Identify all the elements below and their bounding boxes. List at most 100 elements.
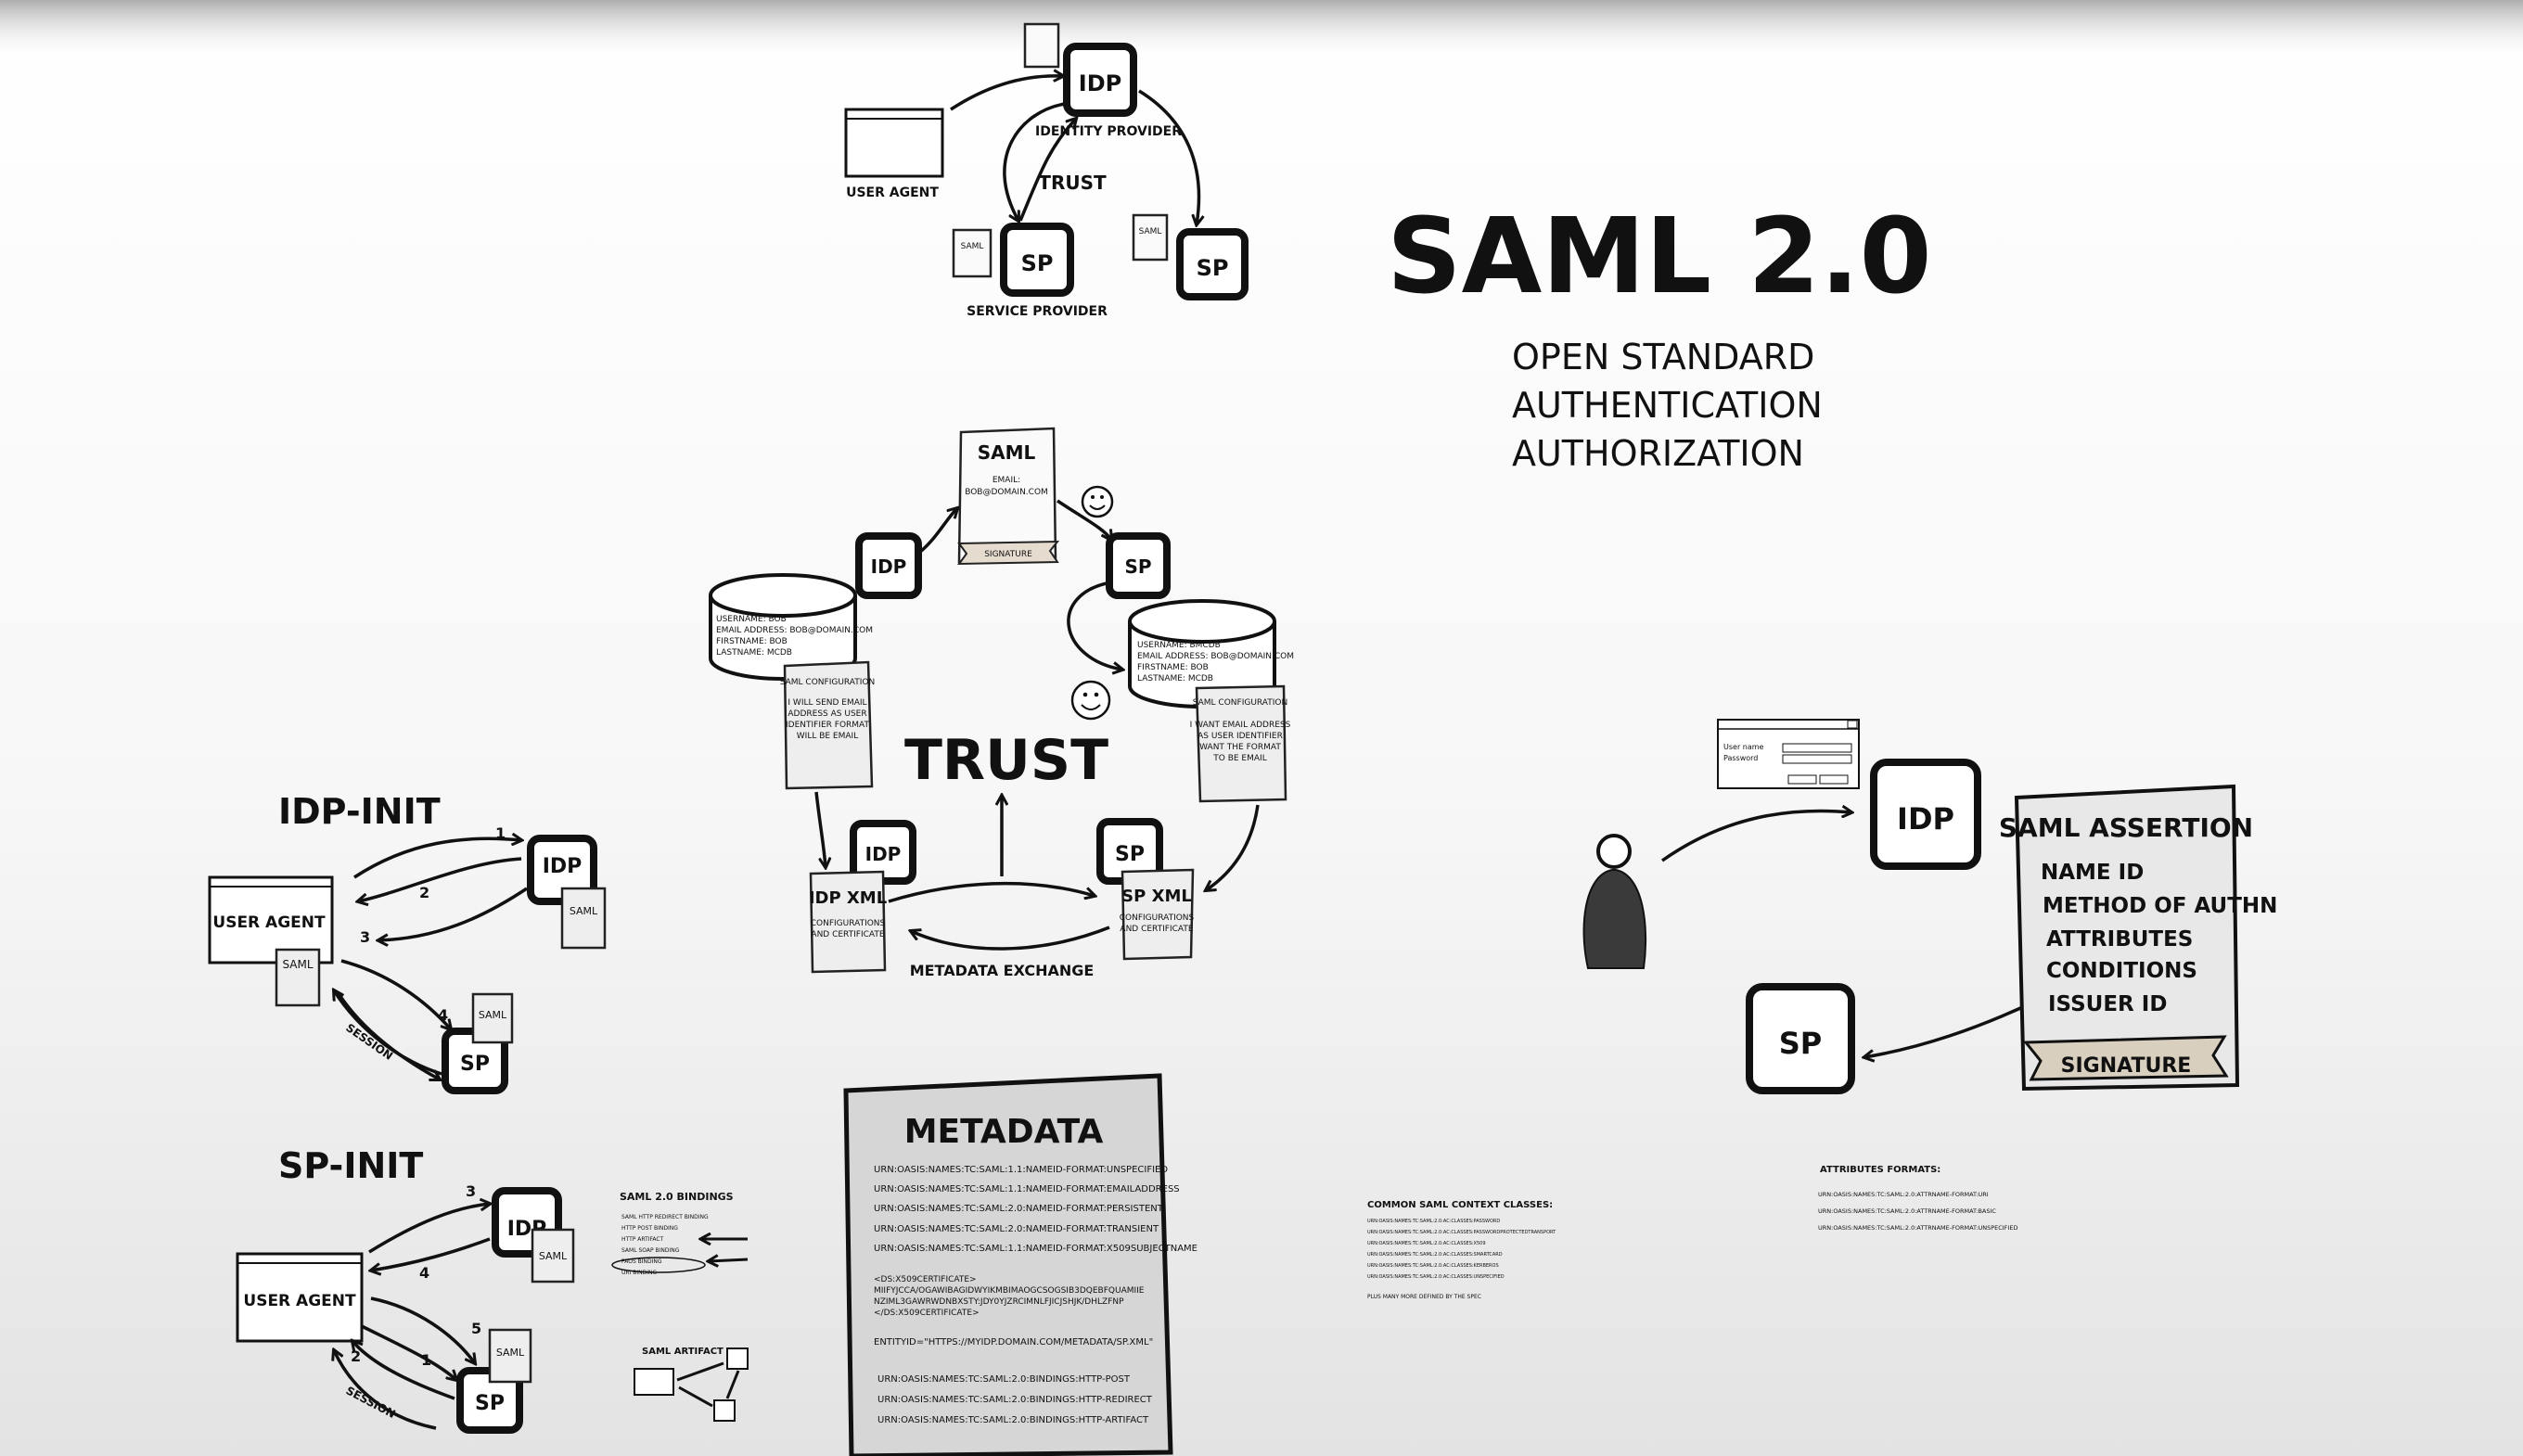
metadata-nameid-4: URN:OASIS:NAMES:TC:SAML:2.0:NAMEID-FORMA…: [874, 1224, 1159, 1234]
header-bullet-3: AUTHORIZATION: [1512, 433, 1804, 474]
context-class-5: URN:OASIS:NAMES:TC:SAML:2.0:AC:CLASSES:K…: [1367, 1263, 1499, 1269]
metadata-cert-2: MIIFYJCCA/OGAWIBAGIDWYIKMBIMAOGCSOGSIB3D…: [874, 1286, 1145, 1296]
overview-trust-label: TRUST: [1038, 172, 1107, 194]
overview-user-agent-label: USER AGENT: [846, 185, 939, 200]
sp-init-step-5: 5: [471, 1320, 481, 1337]
sp-config-line-4: TO BE EMAIL: [1212, 754, 1266, 763]
overview-sp-doc-text: SAML: [961, 242, 984, 251]
attribute-formats: ATTRIBUTES FORMATS: URN:OASIS:NAMES:TC:S…: [1818, 1165, 2017, 1232]
sp-init-sp: SP: [456, 1367, 523, 1434]
assertion-diagram: User name Password IDP SP SAML ASSERTION…: [1582, 719, 2277, 1094]
idp-init-saml-doc-3: SAML: [471, 992, 514, 1044]
metadata-cert-4: </DS:X509CERTIFICATE>: [874, 1309, 980, 1318]
idp-config-line-1: I WILL SEND EMAIL: [788, 698, 866, 708]
overview-sp-right-doc: [1132, 213, 1169, 262]
idp-db-line-2: EMAIL ADDRESS: BOB@DOMAIN.COM: [716, 626, 873, 635]
sp-db-line-3: FIRSTNAME: BOB: [1137, 663, 1209, 672]
idp-xml-document: IDP IDP XML CONFIGURATIONS AND CERTIFICA…: [809, 820, 916, 974]
overview-diagram: USER AGENT IDP IDENTITY PROVIDER SP SERV…: [844, 22, 1249, 319]
idp-init-sp: SP: [442, 1028, 508, 1094]
sp-xml-sub-1: CONFIGURATIONS: [1120, 913, 1195, 923]
idp-init-step-2: 2: [419, 884, 429, 901]
assertion-item-4: CONDITIONS: [2046, 959, 2197, 983]
sp-init-step-2: 2: [351, 1347, 361, 1365]
bindings-title: SAML 2.0 BINDINGS: [620, 1191, 734, 1203]
trust-cycle-diagram: SAML EMAIL: BOB@DOMAIN.COM SIGNATURE IDP…: [709, 427, 1294, 979]
login-username-label: User name: [1723, 743, 1764, 751]
sp-init-user-agent: USER AGENT: [236, 1252, 364, 1343]
sp-init-title: SP-INIT: [278, 1145, 423, 1186]
user-agent-window: USER AGENT: [844, 108, 944, 200]
metadata-entity: ENTITYID="HTTPS://MYIDP.DOMAIN.COM/METAD…: [874, 1337, 1153, 1347]
sp-init-sp-text: SP: [475, 1392, 505, 1415]
idp-init-title: IDP-INIT: [278, 791, 441, 832]
metadata-cert-3: NZIML3GAWRWDNBXSTY:JDY0YJZRCIMNLFJICJSHJ…: [874, 1297, 1124, 1307]
header: SAML 2.0 OPEN STANDARD AUTHENTICATION AU…: [1387, 197, 1932, 474]
attribute-formats-title: ATTRIBUTES FORMATS:: [1820, 1165, 1940, 1175]
sp-config-paper: SAML CONFIGURATION I WANT EMAIL ADDRESS …: [1190, 684, 1291, 803]
overview-idp-text: IDP: [1079, 70, 1121, 96]
idp-config-title: SAML CONFIGURATION: [780, 678, 876, 687]
metadata-binding-1: URN:OASIS:NAMES:TC:SAML:2.0:BINDINGS:HTT…: [877, 1374, 1131, 1385]
saml-doc-title: SAML: [978, 441, 1036, 464]
login-username-field: [1782, 743, 1852, 753]
assertion-item-2: METHOD OF AUTHN: [2043, 894, 2277, 918]
metadata-nameid-1: URN:OASIS:NAMES:TC:SAML:1.1:NAMEID-FORMA…: [874, 1165, 1168, 1175]
login-ok-button: [1787, 774, 1817, 785]
sp-init-step-1: 1: [421, 1351, 431, 1369]
idp-db-line-1: USERNAME: BOB: [716, 615, 787, 624]
overview-sp-right: SP: [1176, 228, 1249, 300]
assertion-item-3: ATTRIBUTES: [2046, 927, 2193, 952]
idp-init-saml-doc-2: SAML: [560, 887, 607, 950]
overview-sp-right-doc-text: SAML: [1139, 227, 1162, 236]
smiley-icon: [1081, 485, 1114, 518]
trust-sp-top-text: SP: [1124, 556, 1151, 578]
login-password-label: Password: [1723, 754, 1758, 762]
page-title: SAML 2.0: [1387, 197, 1932, 317]
sp-init-saml-doc-2-text: SAML: [496, 1347, 525, 1359]
attribute-format-2: URN:OASIS:NAMES:TC:SAML:2.0:ATTRNAME-FOR…: [1818, 1207, 1996, 1215]
saml-doc-signature: SIGNATURE: [984, 550, 1032, 559]
idp-xml-sub-1: CONFIGURATIONS: [811, 919, 886, 928]
login-window: User name Password: [1717, 719, 1860, 789]
smiley-icon: [1070, 680, 1111, 721]
overview-sp-right-text: SP: [1197, 255, 1229, 281]
bindings-line-4: SAML SOAP BINDING: [621, 1247, 680, 1254]
metadata-nameid-3: URN:OASIS:NAMES:TC:SAML:2.0:NAMEID-FORMA…: [874, 1204, 1164, 1214]
bindings-line-5: PAOS BINDING: [621, 1258, 662, 1265]
idp-xml-label: IDP XML: [809, 888, 887, 908]
overview-doc: [1023, 22, 1060, 69]
bindings-line-1: SAML HTTP REDIRECT BINDING: [621, 1214, 709, 1220]
idp-init-user-agent: USER AGENT: [208, 875, 334, 964]
trust-idp-top-text: IDP: [871, 556, 907, 578]
sp-config-line-2: AS USER IDENTIFIER: [1197, 732, 1283, 741]
sp-config-line-3: WANT THE FORMAT: [1199, 743, 1281, 752]
login-cancel-button: [1819, 774, 1849, 785]
sp-init-saml-doc-text: SAML: [539, 1250, 568, 1262]
bindings-line-2: HTTP POST BINDING: [621, 1225, 678, 1232]
idp-init-step-1: 1: [495, 824, 506, 842]
context-classes: COMMON SAML CONTEXT CLASSES: URN:OASIS:N…: [1367, 1200, 1556, 1300]
idp-xml-sub-2: AND CERTIFICATE: [811, 930, 884, 939]
assertion-idp-text: IDP: [1897, 801, 1954, 837]
saml-doc-email-value: BOB@DOMAIN.COM: [965, 488, 1048, 497]
idp-config-paper: SAML CONFIGURATION I WILL SEND EMAIL ADD…: [780, 660, 876, 790]
context-classes-title: COMMON SAML CONTEXT CLASSES:: [1367, 1200, 1553, 1210]
idp-init-step-4: 4: [438, 1006, 448, 1024]
idp-init-user-agent-label: USER AGENT: [212, 913, 326, 932]
attribute-format-1: URN:OASIS:NAMES:TC:SAML:2.0:ATTRNAME-FOR…: [1818, 1191, 1989, 1198]
saml-document: SAML EMAIL: BOB@DOMAIN.COM SIGNATURE: [957, 427, 1060, 566]
trust-idp-bottom-text: IDP: [865, 843, 902, 865]
bindings-line-6: URI BINDING: [621, 1270, 657, 1276]
sp-xml-label: SP XML: [1121, 887, 1192, 906]
idp-init-saml-doc-2-text: SAML: [570, 905, 598, 917]
sp-config-title: SAML CONFIGURATION: [1193, 698, 1288, 708]
sp-init-user-agent-label: USER AGENT: [243, 1292, 356, 1310]
idp-db-line-4: LASTNAME: MCDB: [716, 648, 792, 658]
idp-config-line-2: ADDRESS AS USER: [788, 709, 866, 719]
saml-artifact-sketch: SAML ARTIFACT: [634, 1347, 749, 1422]
sp-init-saml-doc: SAML: [531, 1228, 575, 1284]
artifact-title: SAML ARTIFACT: [642, 1347, 724, 1357]
sp-db-line-4: LASTNAME: MCDB: [1137, 674, 1213, 683]
